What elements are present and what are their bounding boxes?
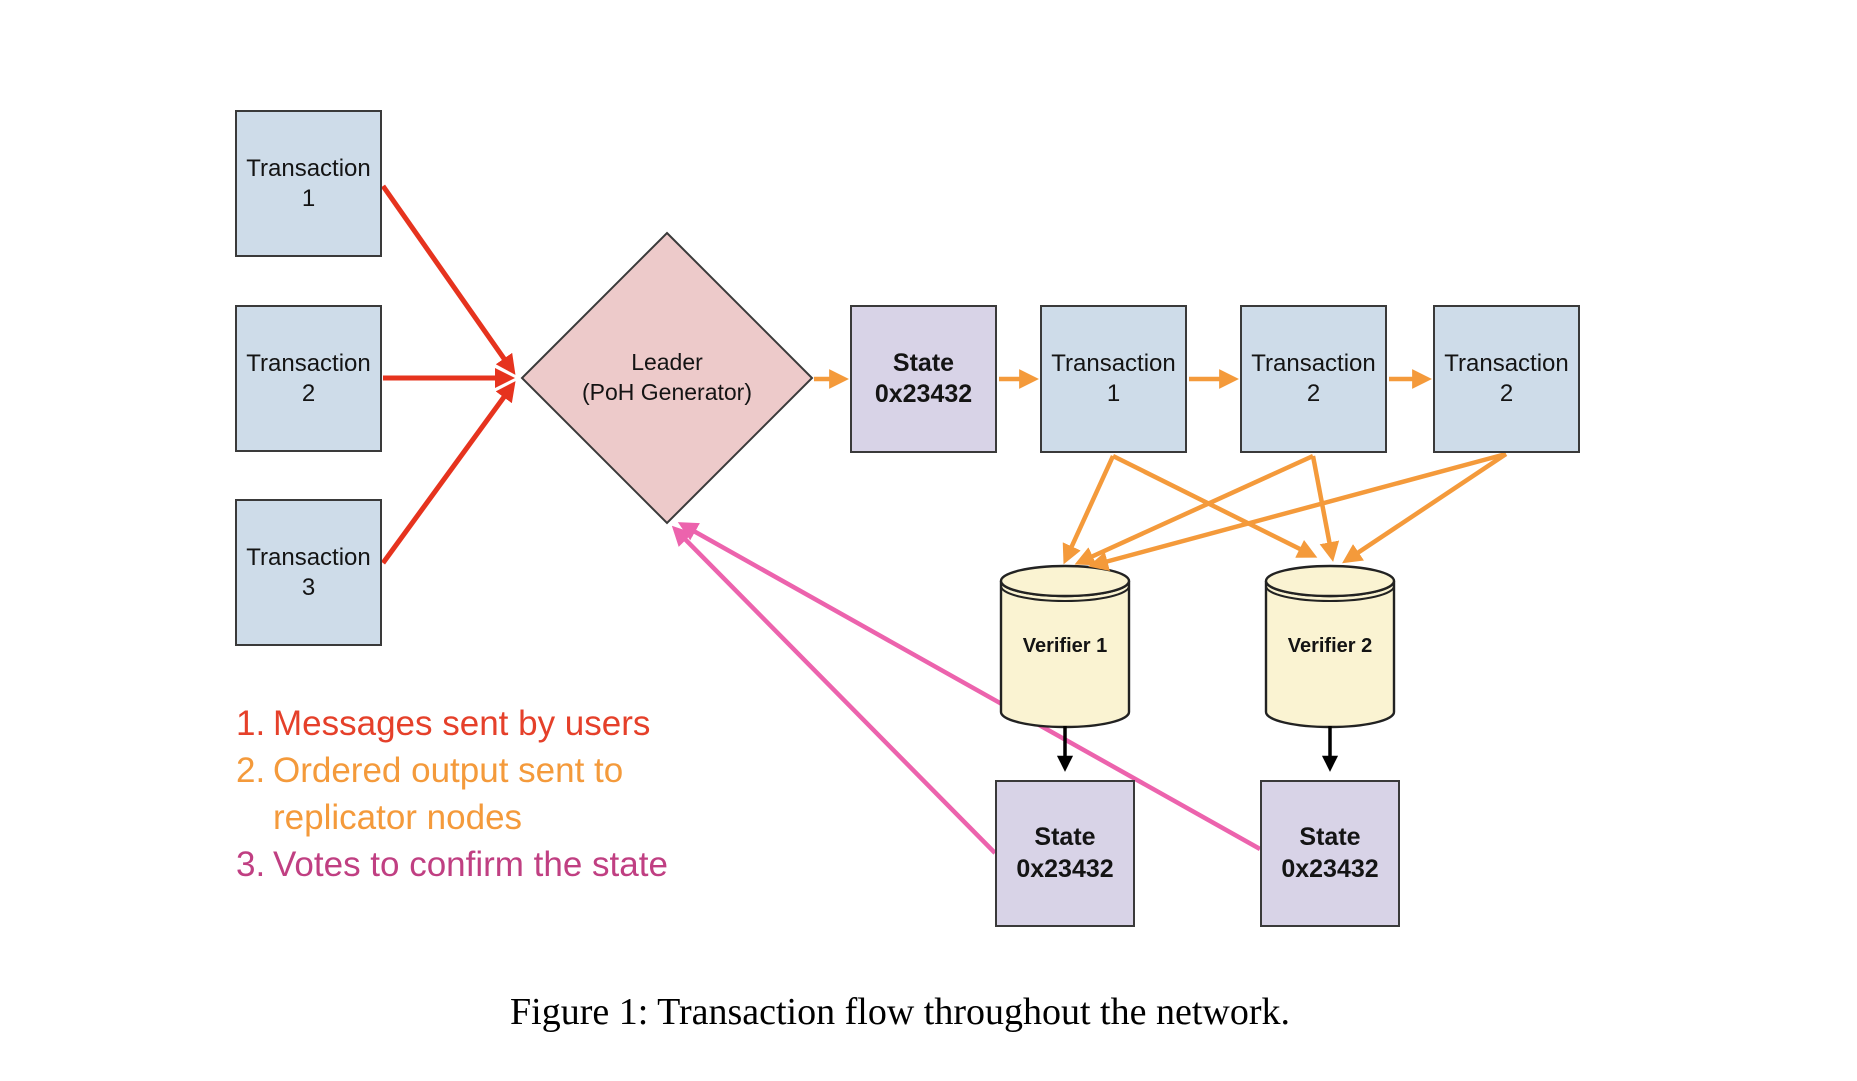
arrow-seqtx1-to-verifier1 [1062, 455, 1116, 565]
legend-item-votes: 3. Votes to confirm the state [236, 841, 743, 888]
node-sublabel: 1 [301, 184, 316, 212]
node-sublabel: 0x23432 [1281, 854, 1379, 883]
verifier-2-cylinder [1264, 564, 1396, 729]
leader-diamond-shape [520, 231, 814, 525]
figure-caption: Figure 1: Transaction flow throughout th… [510, 991, 1290, 1033]
ordered-output-arrows [814, 369, 1508, 571]
node-label: Transaction [246, 349, 371, 377]
node-label: Transaction [246, 543, 371, 571]
legend-text: Ordered output sent to replicator nodes [273, 751, 624, 837]
leader-node-label: Leader (PoH Generator) [522, 233, 812, 523]
arrow-user-tx3-to-leader [380, 381, 516, 565]
node-sublabel: 2 [301, 379, 316, 407]
leader-subtitle: (PoH Generator) [581, 379, 752, 405]
legend-item-messages: 1. Messages sent by users [236, 700, 743, 747]
sequence-transaction-2-box: Transaction 2 [1240, 305, 1387, 453]
legend-number: 3. [236, 845, 266, 884]
legend-item-ordered-output: 2. Ordered output sent to replicator nod… [236, 747, 743, 841]
legend-number: 2. [236, 751, 266, 790]
legend-text: Messages sent by users [273, 704, 651, 743]
node-label: Transaction [246, 154, 371, 182]
arrow-seqtx2-to-verifier1 [1074, 453, 1314, 566]
leader-title: Leader [631, 349, 703, 376]
verifier-1-state-box: State 0x23432 [995, 780, 1135, 927]
verifier-2-label: Verifier 2 [1287, 634, 1373, 657]
node-label: State [892, 348, 955, 377]
sequence-transaction-1-box: Transaction 1 [1040, 305, 1187, 453]
user-transaction-3-box: Transaction 3 [235, 499, 382, 646]
arrow-seqtx2-to-verifier2 [1310, 455, 1340, 562]
node-sublabel: 0x23432 [1016, 854, 1114, 883]
arrow-seqtx3-to-verifier2 [1342, 452, 1508, 564]
node-label: State [1034, 823, 1096, 852]
arrow-seqtx1-to-verifier2 [1111, 453, 1318, 558]
verifier-2-state-box: State 0x23432 [1260, 780, 1400, 927]
user-transaction-1-box: Transaction 1 [235, 110, 382, 257]
node-sublabel: 3 [301, 573, 316, 601]
legend: 1. Messages sent by users 2. Ordered out… [236, 700, 743, 888]
node-sublabel: 1 [1106, 380, 1121, 407]
node-label: Transaction [1251, 350, 1376, 377]
state-transfer-arrows [1056, 726, 1339, 772]
verifier-1-cylinder [999, 564, 1131, 729]
user-transaction-2-box: Transaction 2 [235, 305, 382, 452]
node-sublabel: 0x23432 [874, 380, 973, 408]
verifier-1-label: Verifier 1 [1022, 634, 1108, 657]
arrow-seqtx3-to-verifier1 [1088, 451, 1507, 571]
vote-arrows [671, 522, 1262, 855]
cylinder-lid-line [1265, 585, 1395, 602]
node-label: Transaction [1444, 350, 1569, 377]
arrow-user-tx1-to-leader [380, 184, 516, 375]
arrow-state1-to-leader [671, 525, 997, 855]
message-arrows [380, 184, 516, 565]
sequence-transaction-3-box: Transaction 2 [1433, 305, 1580, 453]
sequence-state-box: State 0x23432 [850, 305, 997, 453]
legend-text: Votes to confirm the state [273, 845, 668, 884]
arrow-state2-to-leader [677, 522, 1262, 851]
node-label: Transaction [1051, 350, 1176, 377]
node-sublabel: 2 [1499, 380, 1514, 407]
cylinder-lid-line [1000, 585, 1130, 602]
node-sublabel: 2 [1306, 380, 1321, 407]
legend-number: 1. [236, 704, 266, 743]
node-label: State [1299, 823, 1361, 852]
